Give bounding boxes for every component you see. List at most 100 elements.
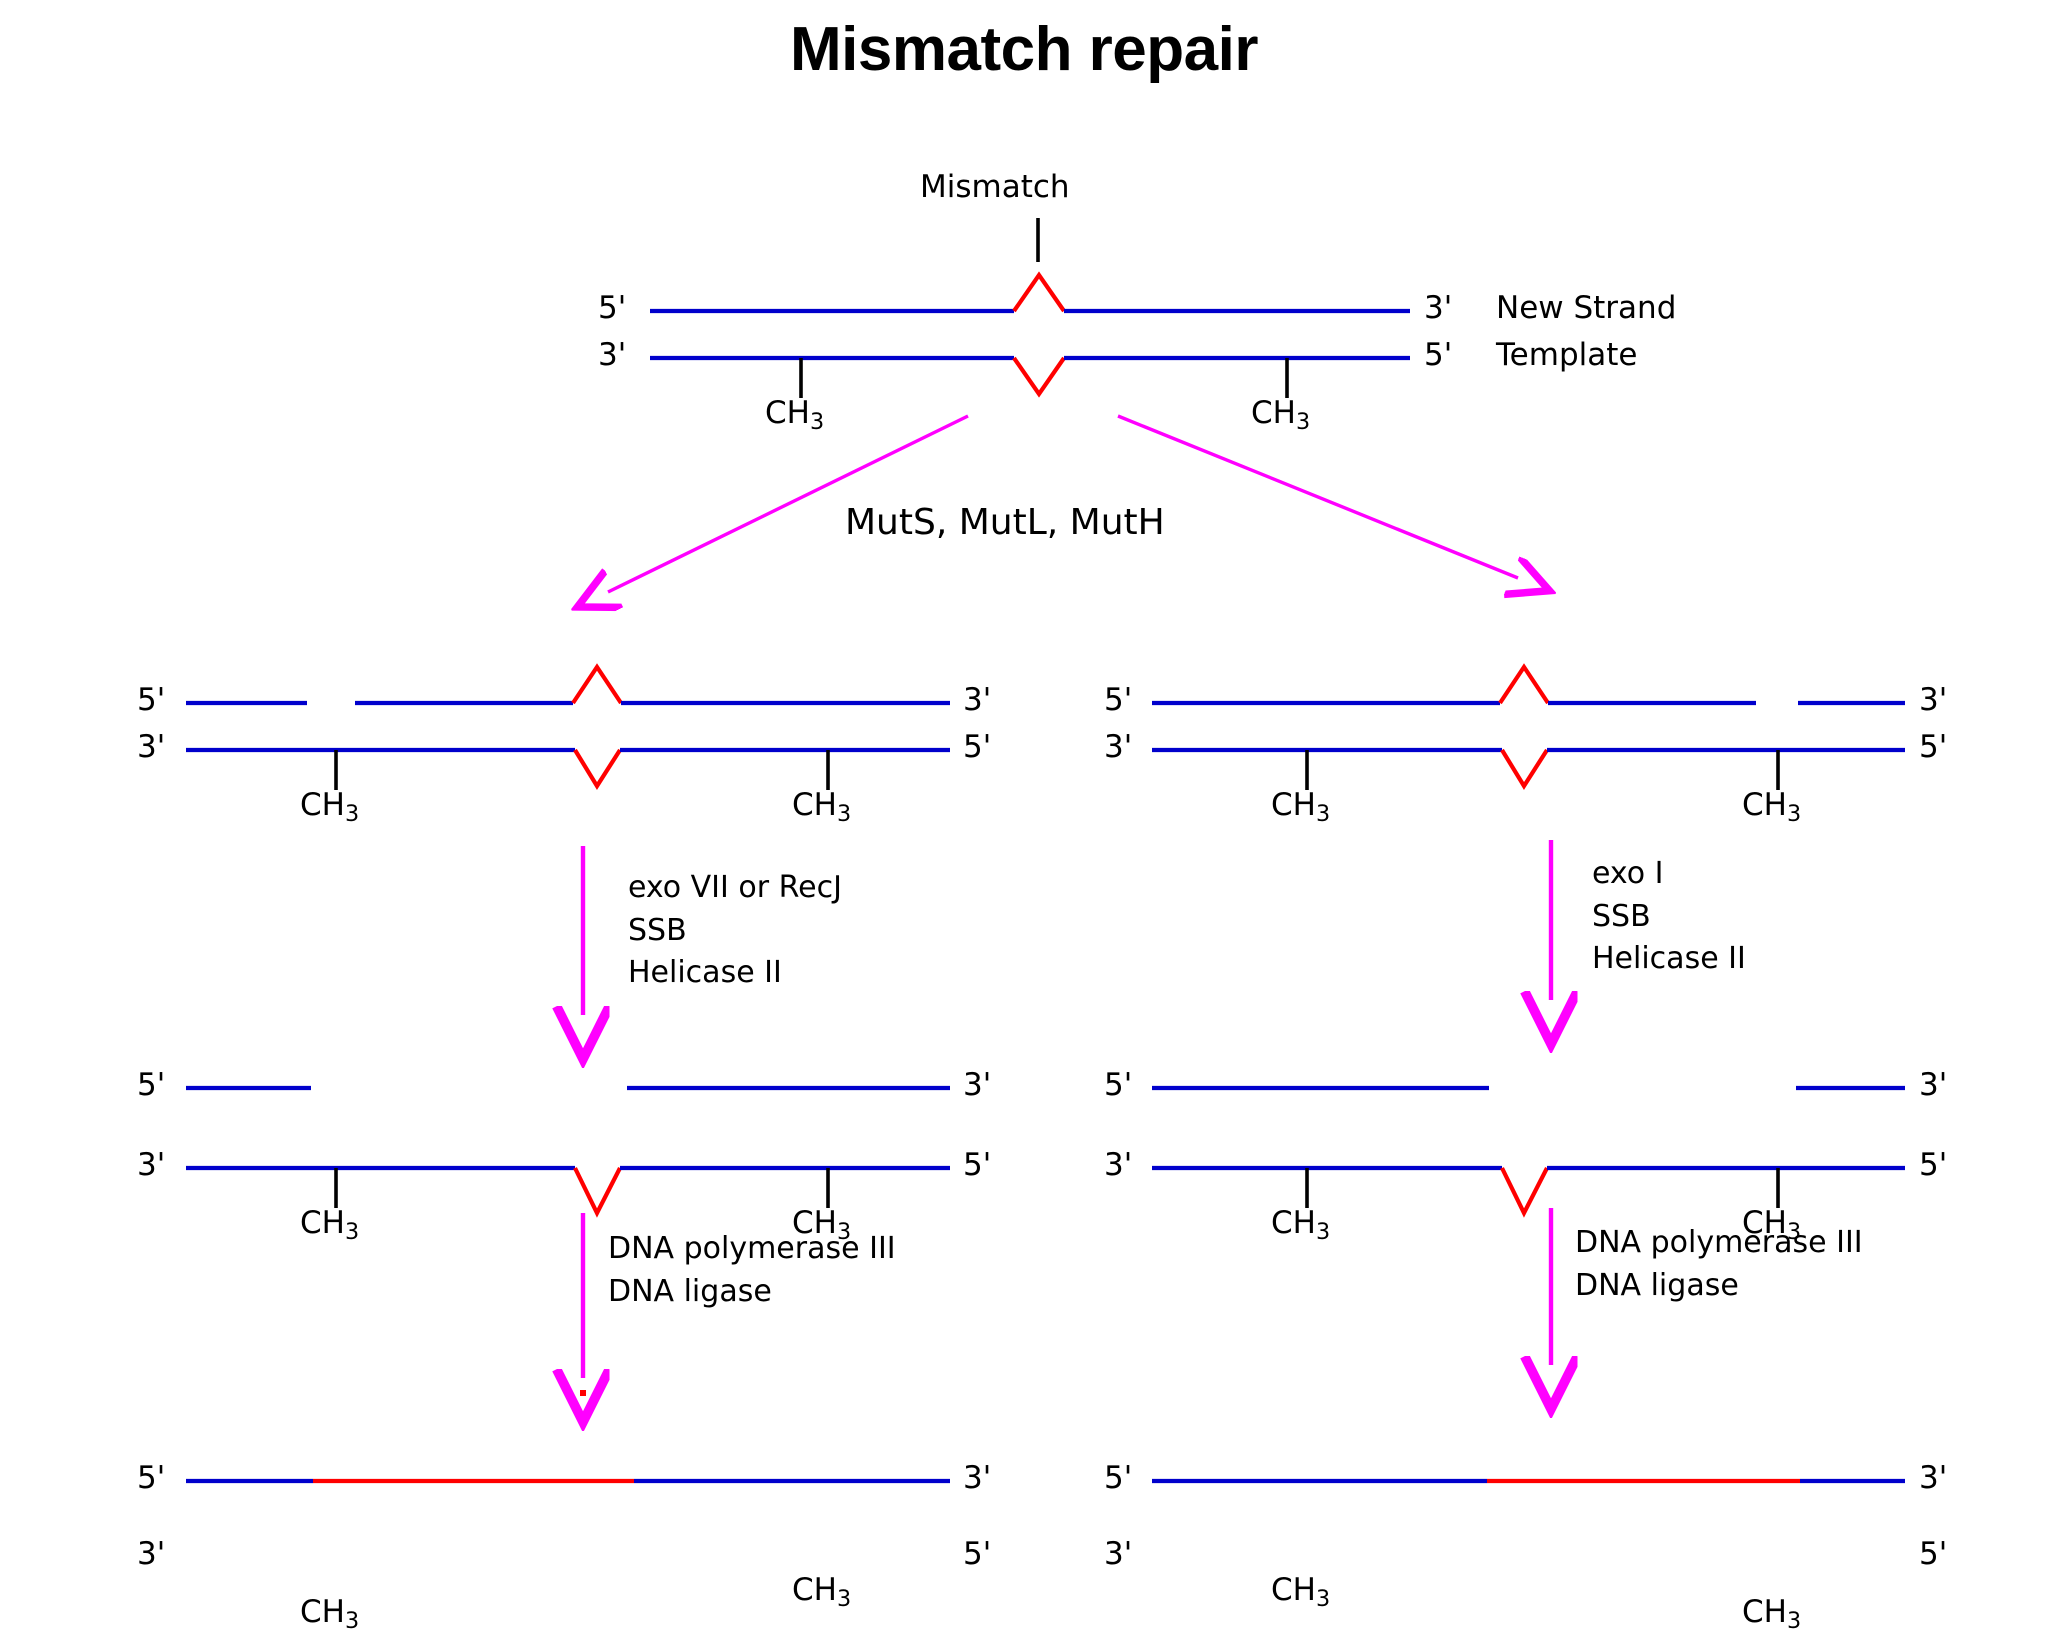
excision-right-step-label: exo I SSB Helicase II: [1592, 853, 1746, 981]
synthesis-right-step-label: DNA polymerase III DNA ligase: [1575, 1222, 1863, 1307]
methyl-sub: 3: [344, 1608, 360, 1634]
recognition-branch-arrows: [608, 414, 1518, 592]
methyl-c: CH: [300, 1594, 345, 1630]
methyl-sub: 3: [809, 409, 825, 436]
methyl-sub: 3: [344, 801, 360, 828]
methyl-sub: 3: [1315, 801, 1331, 828]
methyl-label: CH3: [300, 790, 359, 826]
methyl-sub: 3: [1315, 1219, 1331, 1246]
methyl-label: CH3: [300, 1208, 359, 1244]
methyl-c: CH: [300, 787, 345, 823]
excision-left-line2: SSB: [628, 912, 687, 948]
excision-right-line2: SSB: [1592, 898, 1651, 934]
branch-arrow-right: [1117, 414, 1518, 578]
panel-left-excised: [186, 1085, 950, 1218]
row2-left-top-5prime: 5': [137, 682, 166, 718]
methyl-label: CH3: [765, 398, 824, 434]
methyl-c: CH: [1271, 1572, 1316, 1608]
page-title: Mismatch repair: [789, 15, 1259, 84]
methyl-label: CH3: [792, 1575, 851, 1611]
row3-right-bottom-5prime: 5': [1919, 1147, 1948, 1183]
row1-top-5prime: 5': [598, 290, 627, 326]
mismatch-repair-artwork: [186, 218, 1905, 1484]
excision-left-line3: Helicase II: [628, 955, 782, 991]
nicked-mismatch-peak: [1498, 663, 1550, 705]
methyl-label: CH3: [300, 1597, 359, 1633]
row2-left-top-3prime: 3': [963, 682, 992, 718]
row4-right-bottom-5prime: 5': [1919, 1536, 1948, 1572]
excision-right-line1: exo I: [1592, 856, 1664, 891]
methyl-c: CH: [792, 1205, 837, 1241]
methyl-c: CH: [792, 787, 837, 823]
methyl-c: CH: [1742, 1594, 1787, 1630]
methyl-sub: 3: [1315, 1586, 1331, 1613]
synthesis-left-line2: DNA ligase: [608, 1273, 772, 1309]
diagram-stage: Mismatch repair: [137, 15, 1948, 1632]
synthesis-right-line2: DNA ligase: [1575, 1267, 1739, 1303]
row2-right-bottom-3prime: 3': [1104, 729, 1133, 765]
row3-right-top-3prime: 3': [1919, 1067, 1948, 1103]
panel-right-excised: [1152, 1085, 1905, 1218]
excision-arrows: [583, 840, 1551, 1015]
methyl-c: CH: [765, 395, 810, 431]
synthesis-right-line1: DNA polymerase III: [1575, 1225, 1863, 1260]
methyl-sub: 3: [836, 1219, 852, 1246]
methyl-label: CH3: [1271, 790, 1330, 826]
methyl-c: CH: [1251, 395, 1296, 431]
row4-right-top-3prime: 3': [1919, 1460, 1948, 1496]
methyl-sub: 3: [1786, 801, 1802, 828]
excision-left-line1: exo VII or RecJ: [628, 870, 842, 905]
synthesis-left-step-label: DNA polymerase III DNA ligase: [608, 1228, 896, 1313]
template-label: Template: [1496, 337, 1638, 373]
top-duplex-mismatch-valley: [1012, 356, 1066, 398]
methyl-sub: 3: [344, 1219, 360, 1246]
panel-top-duplex: [650, 218, 1410, 398]
synthesis-left-line1: DNA polymerase III: [608, 1231, 896, 1266]
nicked-mismatch-peak: [571, 663, 623, 705]
methyl-sub: 3: [836, 801, 852, 828]
panel-right-nicked: [1152, 663, 1905, 790]
row3-left-top-5prime: 5': [137, 1067, 166, 1103]
methyl-label: CH3: [792, 1208, 851, 1244]
top-duplex-mismatch-peak: [1012, 271, 1066, 313]
row3-right-bottom-3prime: 3': [1104, 1147, 1133, 1183]
row1-top-3prime: 3': [1424, 290, 1453, 326]
excised-mismatch-valley: [573, 1167, 622, 1218]
row2-right-top-3prime: 3': [1919, 682, 1948, 718]
row2-right-top-5prime: 5': [1104, 682, 1133, 718]
panel-left-nicked: [186, 663, 950, 790]
panel-left-repaired: [186, 1478, 950, 1484]
methyl-c: CH: [1271, 787, 1316, 823]
row2-right-bottom-5prime: 5': [1919, 729, 1948, 765]
methyl-c: CH: [1742, 1205, 1787, 1241]
methyl-sub: 3: [1786, 1219, 1802, 1246]
methyl-c: CH: [1271, 1205, 1316, 1241]
row4-left-top-3prime: 3': [963, 1460, 992, 1496]
methyl-label: CH3: [1271, 1575, 1330, 1611]
recognition-step-label: MutS, MutL, MutH: [845, 502, 1165, 543]
methyl-sub: 3: [836, 1586, 852, 1613]
excised-mismatch-valley: [1500, 1167, 1549, 1218]
excision-right-line3: Helicase II: [1592, 941, 1746, 977]
methyl-label: CH3: [792, 790, 851, 826]
row4-left-top-5prime: 5': [137, 1460, 166, 1496]
panel-right-repaired: [1152, 1478, 1905, 1484]
row1-bottom-5prime: 5': [1424, 337, 1453, 373]
row2-left-bottom-3prime: 3': [137, 729, 166, 765]
synthesis-arrow-left-dot: [580, 1390, 586, 1396]
row2-left-bottom-5prime: 5': [963, 729, 992, 765]
methyl-c: CH: [300, 1205, 345, 1241]
nicked-mismatch-valley: [573, 748, 622, 790]
methyl-sub: 3: [1295, 409, 1311, 436]
new-strand-label: New Strand: [1496, 290, 1677, 326]
nicked-mismatch-valley: [1500, 748, 1549, 790]
row3-left-top-3prime: 3': [963, 1067, 992, 1103]
row1-bottom-3prime: 3': [598, 337, 627, 373]
row3-right-top-5prime: 5': [1104, 1067, 1133, 1103]
row4-left-bottom-3prime: 3': [137, 1536, 166, 1572]
methyl-label: CH3: [1251, 398, 1310, 434]
row3-left-bottom-3prime: 3': [137, 1147, 166, 1183]
methyl-label: CH3: [1742, 1208, 1801, 1244]
methyl-sub: 3: [1786, 1608, 1802, 1634]
row4-right-top-5prime: 5': [1104, 1460, 1133, 1496]
